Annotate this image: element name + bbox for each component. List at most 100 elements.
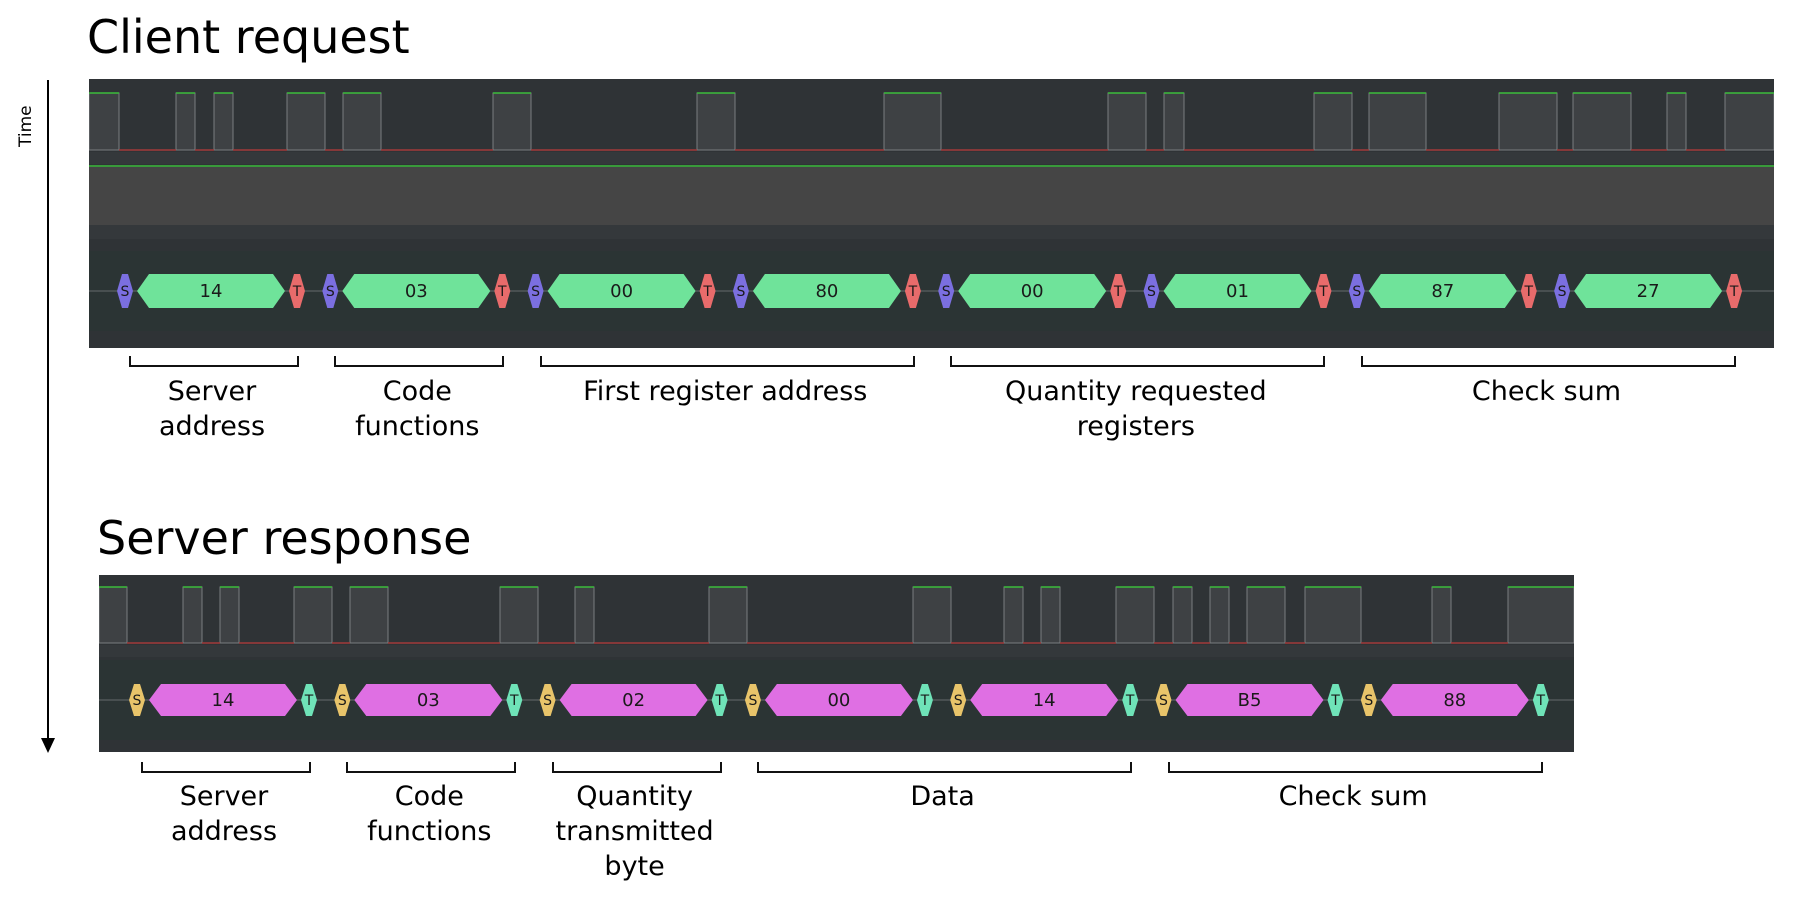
request-data-byte-block xyxy=(1574,274,1723,308)
response-start-bit-label: S xyxy=(338,693,347,709)
response-signal-pulse xyxy=(182,586,203,644)
response-signal-pulse xyxy=(1172,586,1193,644)
response-start-bit-label: S xyxy=(133,693,142,709)
request-stop-bit-label: T xyxy=(702,284,712,300)
request-data-byte-value: 00 xyxy=(1021,281,1044,302)
response-data-byte-block xyxy=(1175,684,1324,716)
request-stop-bit-marker xyxy=(289,274,305,308)
response-data-byte-block xyxy=(354,684,503,716)
request-start-bit-label: S xyxy=(121,284,130,300)
time-axis-arrow xyxy=(41,80,55,753)
response-signal-pulse xyxy=(1246,586,1286,644)
request-signal-pulse xyxy=(1498,92,1558,151)
response-signal-pulse xyxy=(708,586,748,644)
response-signal-pulse xyxy=(219,586,240,644)
response-field-bracket xyxy=(551,762,722,773)
response-stop-bit-marker xyxy=(506,684,523,716)
request-stop-bit-marker xyxy=(1315,274,1332,308)
request-data-byte-value: 03 xyxy=(405,281,428,302)
response-signal-pulse xyxy=(1304,586,1362,644)
response-field-bracket xyxy=(1167,762,1543,773)
response-stop-bit-label: T xyxy=(1330,693,1340,709)
request-data-byte-block xyxy=(342,274,491,308)
request-field-bracket xyxy=(129,356,299,367)
response-stop-bit-label: T xyxy=(1536,693,1546,709)
request-start-bit-label: S xyxy=(326,284,335,300)
request-start-bit-label: S xyxy=(942,284,951,300)
response-field-bracket xyxy=(756,762,1133,773)
request-signal-pulse xyxy=(1107,92,1147,151)
request-data-byte-value: 80 xyxy=(815,281,838,302)
response-data-byte-block xyxy=(149,684,297,716)
response-signal-pulse xyxy=(1003,586,1024,644)
response-signal-pulse xyxy=(99,586,128,644)
request-data-byte-value: 00 xyxy=(610,281,633,302)
response-field-label: Data xyxy=(910,781,975,812)
request-data-byte-block xyxy=(1368,274,1517,308)
response-stop-bit-marker xyxy=(711,684,728,716)
request-data-byte-block xyxy=(1163,274,1312,308)
request-analog-idle-band xyxy=(89,167,1774,225)
request-start-bit-marker xyxy=(732,274,749,308)
response-signal-pulse xyxy=(499,586,539,644)
request-data-byte-block xyxy=(752,274,901,308)
request-field-label: Quantity requested registers xyxy=(1005,376,1267,443)
response-stop-bit-marker xyxy=(1122,684,1139,716)
response-signal-pulse xyxy=(1431,586,1452,644)
request-start-bit-marker xyxy=(322,274,339,308)
request-start-bit-label: S xyxy=(736,284,745,300)
request-stop-bit-label: T xyxy=(1524,284,1534,300)
request-field-bracket xyxy=(539,356,915,367)
response-start-bit-marker xyxy=(950,684,967,716)
request-data-byte-value: 27 xyxy=(1637,281,1660,302)
request-field-label: Check sum xyxy=(1471,376,1621,407)
request-stop-bit-label: T xyxy=(1318,284,1328,300)
request-field-label: Code functions xyxy=(355,376,480,443)
response-stop-bit-marker xyxy=(1327,684,1344,716)
request-signal-pulse xyxy=(1313,92,1353,151)
response-data-byte-value: 88 xyxy=(1443,690,1466,711)
response-data-byte-value: 14 xyxy=(212,690,235,711)
response-start-bit-marker xyxy=(129,684,145,716)
response-stop-bit-label: T xyxy=(1125,693,1135,709)
request-stop-bit-marker xyxy=(904,274,921,308)
client-request-title: Client request xyxy=(87,10,410,64)
request-start-bit-marker xyxy=(1348,274,1365,308)
response-signal-pulse xyxy=(1507,586,1574,644)
response-start-bit-marker xyxy=(334,684,351,716)
response-data-byte-value: 03 xyxy=(417,690,440,711)
request-signal-pulse xyxy=(342,92,382,151)
request-data-byte-value: 01 xyxy=(1226,281,1249,302)
response-stop-bit-label: T xyxy=(509,693,519,709)
response-start-bit-marker xyxy=(539,684,556,716)
request-signal-pulse xyxy=(175,92,196,151)
request-field-label: Server address xyxy=(158,376,266,443)
request-digital-waveform xyxy=(89,92,1774,151)
response-data-byte-block xyxy=(1380,684,1529,716)
response-data-byte-value: B5 xyxy=(1238,690,1262,711)
request-signal-pulse xyxy=(1666,92,1687,151)
response-stop-bit-marker xyxy=(1532,684,1549,716)
request-data-byte-value: 14 xyxy=(200,281,223,302)
request-stop-bit-marker xyxy=(1110,274,1127,308)
request-signal-pulse xyxy=(1368,92,1427,151)
request-signal-pulse xyxy=(883,92,942,151)
response-signal-pulse xyxy=(912,586,952,644)
request-field-bracket xyxy=(1360,356,1737,367)
response-start-bit-label: S xyxy=(543,693,552,709)
request-stop-bit-label: T xyxy=(1729,284,1739,300)
response-field-label: Code functions xyxy=(367,781,492,848)
response-signal-pulse xyxy=(1115,586,1155,644)
request-start-bit-marker xyxy=(938,274,955,308)
request-start-bit-marker xyxy=(527,274,544,308)
request-field-bracket xyxy=(950,356,1326,367)
request-signal-pulse xyxy=(696,92,736,151)
response-field-label: Server address xyxy=(170,781,278,848)
request-signal-pulse xyxy=(213,92,234,151)
request-signal-pulse xyxy=(1724,92,1774,151)
request-stop-bit-label: T xyxy=(908,284,918,300)
request-signal-pulse xyxy=(1163,92,1185,151)
